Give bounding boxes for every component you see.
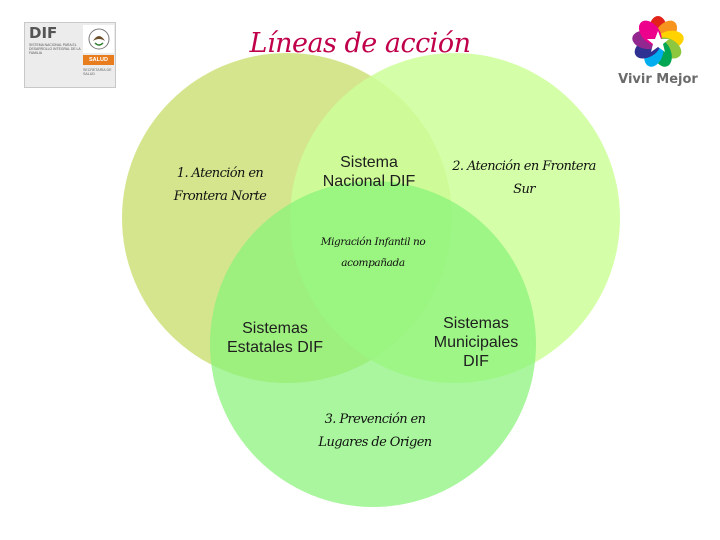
venn-label-frontera-norte: 1. Atención en Frontera Norte <box>160 162 280 208</box>
secretaria-label: SECRETARÍA DE SALUD <box>83 68 112 77</box>
label-line: Municipales <box>433 334 519 351</box>
venn-label-sistemas-estatales: Sistemas Estatales DIF <box>215 319 335 357</box>
flower-icon <box>632 16 684 67</box>
venn-circle-bottom <box>210 181 536 507</box>
dif-logo: DIF SISTEMA NACIONAL PARA EL DESARROLLO … <box>29 26 81 84</box>
venn-label-center: Migración Infantil no acompañada <box>300 232 446 274</box>
vivir-mejor-logo: Vivir Mejor <box>612 14 704 94</box>
salud-label: SALUD <box>83 55 114 65</box>
dif-logo-subtitle: SISTEMA NACIONAL PARA EL DESARROLLO INTE… <box>29 43 81 55</box>
label-line: 2. Atención en Frontera <box>452 159 596 174</box>
label-line: Frontera Norte <box>173 189 267 204</box>
label-line: Sistemas <box>443 315 509 332</box>
venn-label-prevencion: 3. Prevención en Lugares de Origen <box>300 408 450 454</box>
label-line: Estatales DIF <box>226 339 324 356</box>
label-line: 3. Prevención en <box>324 412 426 427</box>
eagle-emblem-icon <box>83 25 114 53</box>
label-line: acompañada <box>341 257 405 269</box>
dif-salud-logo: DIF SISTEMA NACIONAL PARA EL DESARROLLO … <box>24 22 116 88</box>
vivir-mejor-label: Vivir Mejor <box>618 72 698 87</box>
dif-logo-title: DIF <box>29 24 58 42</box>
venn-label-sistema-nacional: Sistema Nacional DIF <box>312 153 426 191</box>
label-line: DIF <box>463 353 489 370</box>
salud-logo: SALUD SECRETARÍA DE SALUD <box>83 25 114 76</box>
label-line: Sistemas <box>242 320 308 337</box>
label-line: Sur <box>513 182 535 197</box>
label-line: Migración Infantil no <box>320 236 426 248</box>
venn-label-sistemas-municipales: Sistemas Municipales DIF <box>421 314 531 371</box>
label-line: Lugares de Origen <box>318 435 432 450</box>
venn-label-frontera-sur: 2. Atención en Frontera Sur <box>440 155 608 201</box>
label-line: Nacional DIF <box>322 173 416 190</box>
label-line: 1. Atención en <box>176 166 264 181</box>
label-line: Sistema <box>340 154 398 171</box>
